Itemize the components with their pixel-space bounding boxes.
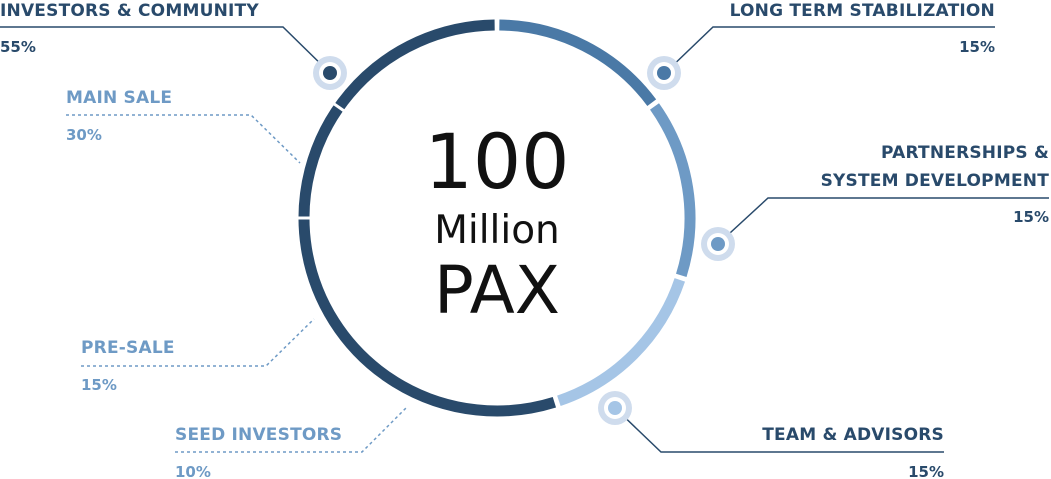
label-partnerships-line2: SYSTEM DEVELOPMENT xyxy=(821,171,1050,191)
center-unit: Million xyxy=(434,208,560,253)
ring-segment-team-advisors xyxy=(557,278,686,407)
pct-investors-community: 55% xyxy=(0,38,36,56)
leader-lines xyxy=(0,26,1049,453)
marker-dots xyxy=(313,56,735,425)
ring-sub-separator-1 xyxy=(332,102,346,113)
leader-investors-community xyxy=(0,26,331,74)
label-long-term-stabilization: LONG TERM STABILIZATION xyxy=(730,1,995,21)
leader-team-advisors xyxy=(613,406,944,453)
pct-partnerships: 15% xyxy=(1013,208,1049,226)
pct-pre-sale: 15% xyxy=(81,376,117,394)
label-pre-sale: PRE-SALE xyxy=(81,338,175,358)
dot-team-advisors xyxy=(608,401,622,415)
leader-partnerships xyxy=(717,197,1049,245)
pct-main-sale: 30% xyxy=(66,126,102,144)
leader-seed-investors xyxy=(175,406,408,453)
ring-segment-partnerships-system-development xyxy=(650,103,696,278)
ring-segments xyxy=(297,19,696,417)
dot-investors-community xyxy=(323,66,337,80)
ring-segment-long-term-stabilization xyxy=(499,19,657,106)
leader-pre-sale xyxy=(81,318,315,367)
pct-team-advisors: 15% xyxy=(908,463,944,479)
leader-long-term-stabilization xyxy=(664,26,995,74)
center-total-value: 100 xyxy=(424,117,569,206)
leader-main-sale xyxy=(66,114,301,164)
pct-long-term-stabilization: 15% xyxy=(959,38,995,56)
dot-long-term-stabilization xyxy=(657,66,671,80)
label-team-advisors: TEAM & ADVISORS xyxy=(762,425,944,445)
dot-partnerships xyxy=(711,237,725,251)
center-token: PAX xyxy=(434,252,560,329)
label-seed-investors: SEED INVESTORS xyxy=(175,425,342,445)
label-main-sale: MAIN SALE xyxy=(66,88,172,108)
pct-seed-investors: 10% xyxy=(175,463,211,479)
label-partnerships-line1: PARTNERSHIPS & xyxy=(881,143,1049,163)
ring-segment-investors-community xyxy=(298,19,557,417)
label-investors-community: INVESTORS & COMMUNITY xyxy=(0,1,259,21)
